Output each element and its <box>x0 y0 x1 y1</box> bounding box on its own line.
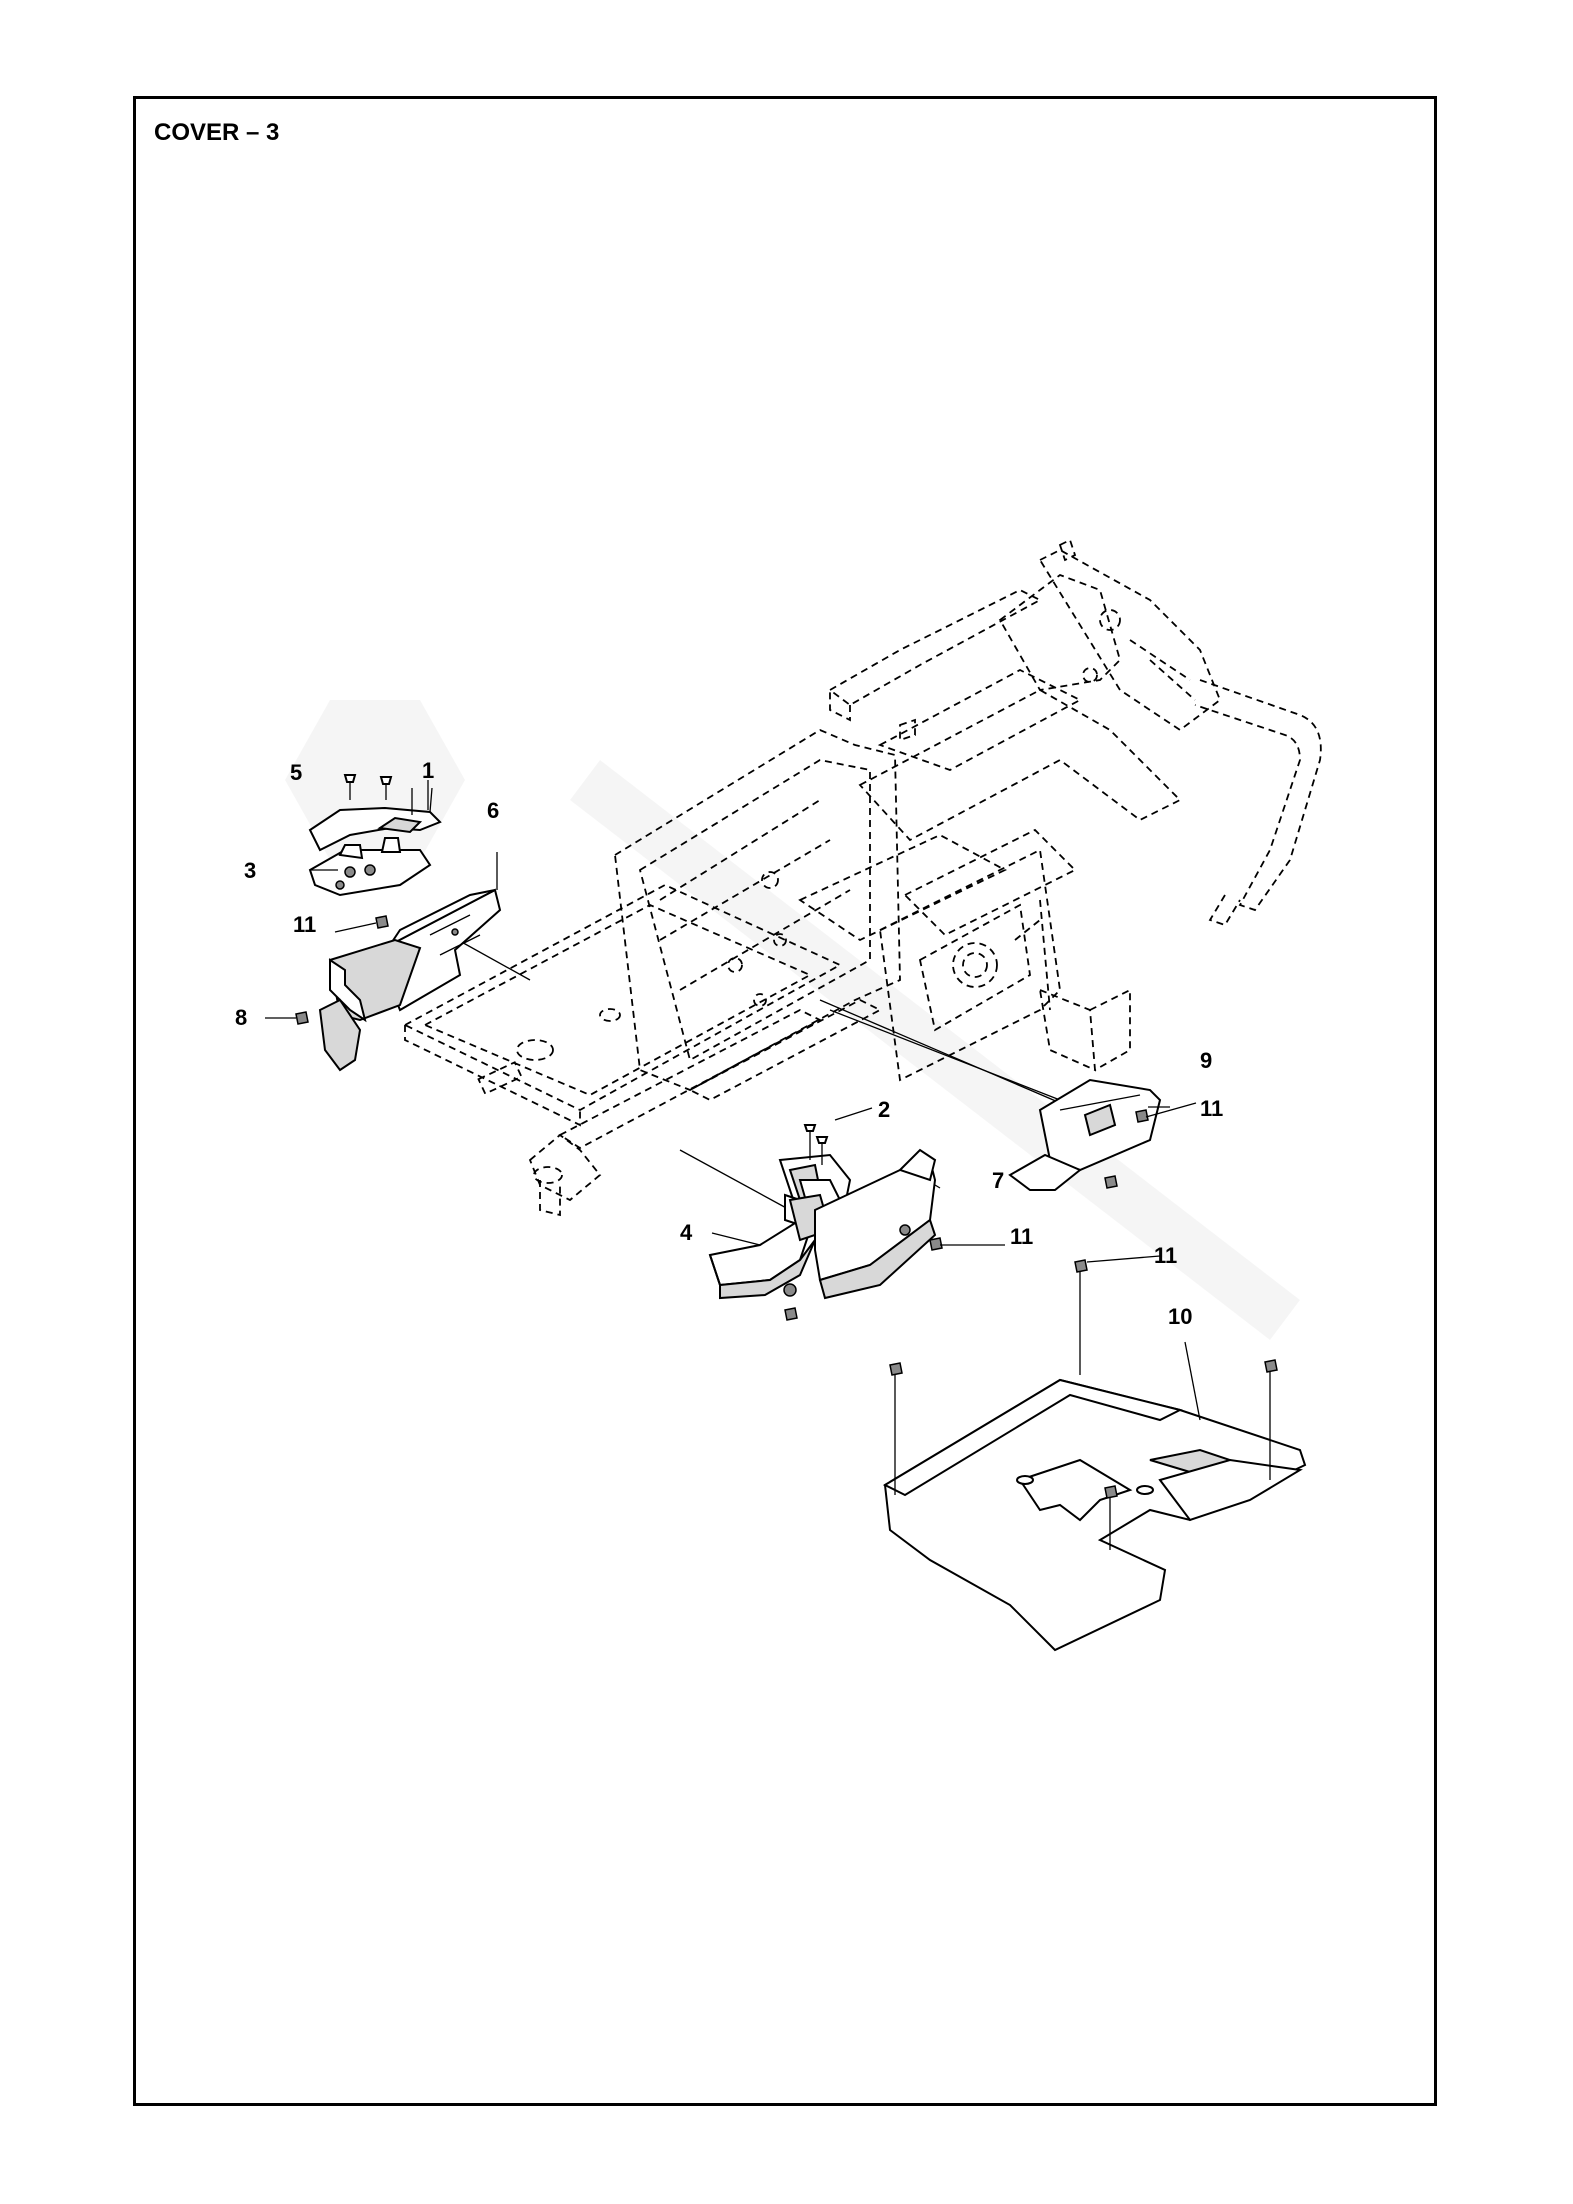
part-3-base-plate <box>308 837 432 897</box>
callout-11-center: 11 <box>1010 1224 1033 1249</box>
callout-8: 8 <box>235 1005 247 1030</box>
callout-11-right: 11 <box>1200 1096 1223 1121</box>
diagram-title: COVER – 3 <box>154 119 280 146</box>
callout-4: 4 <box>680 1220 693 1245</box>
callout-7: 7 <box>992 1168 1004 1193</box>
callout-labels: 1 2 3 4 5 6 7 8 9 10 11 11 11 11 <box>235 758 1223 1329</box>
callout-1: 1 <box>422 758 434 783</box>
part-1-upper-cover <box>308 780 442 852</box>
diagram-frame <box>133 96 1437 2106</box>
part-5-screws <box>343 774 393 800</box>
left-fasteners <box>295 915 389 1025</box>
chassis-frame-outline <box>403 538 1322 1217</box>
callout-6: 6 <box>487 798 499 823</box>
assembly-lines <box>439 929 1111 1211</box>
part-10-foot-plate <box>882 1259 1307 1652</box>
callout-10: 10 <box>1168 1304 1192 1329</box>
callout-leaders <box>265 787 1201 1421</box>
center-fasteners <box>784 1175 1118 1321</box>
callout-11-left: 11 <box>293 912 316 937</box>
callout-3: 3 <box>244 858 256 883</box>
part-6-left-side-cover <box>318 888 502 1072</box>
callout-11-plate: 11 <box>1154 1243 1177 1268</box>
callout-2: 2 <box>878 1097 890 1122</box>
part-9-right-side-cover <box>1008 1078 1162 1191</box>
part-7-middle-cover <box>814 1148 937 1300</box>
callout-9: 9 <box>1200 1048 1212 1073</box>
callout-5: 5 <box>290 760 302 785</box>
